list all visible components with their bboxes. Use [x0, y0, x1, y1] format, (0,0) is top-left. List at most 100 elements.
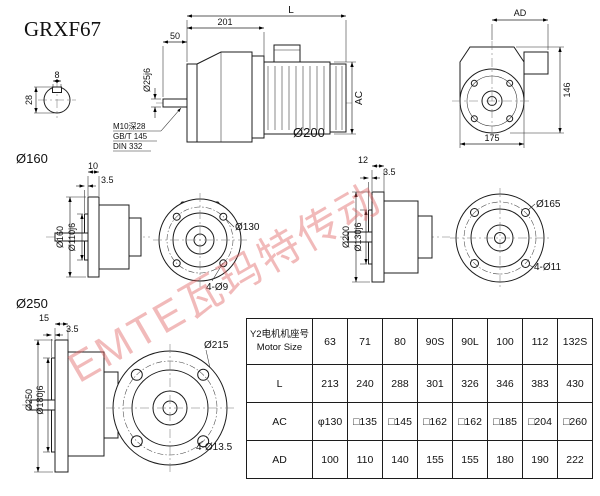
flange160-front-view: Ø130 4-Ø9 — [153, 193, 260, 293]
dim-201: 201 — [217, 17, 232, 27]
row-label-L: L — [246, 364, 313, 403]
flange160-dims — [66, 170, 100, 278]
dim-50: 50 — [170, 31, 180, 41]
housing — [67, 351, 105, 457]
cell-L-1: 240 — [347, 364, 383, 403]
dim-flange-dia: Ø200 — [293, 125, 325, 140]
cell-AC-2: □145 — [382, 402, 418, 441]
dim-AD: AD — [514, 8, 527, 18]
flange-plate — [54, 339, 69, 473]
dim-spigot-110: Ø110j6 — [67, 223, 77, 251]
cell-AD-3: 155 — [417, 440, 453, 479]
cell-L-6: 383 — [522, 364, 558, 403]
cell-AC-1: □135 — [347, 402, 383, 441]
motor-size-table: Y2电机机座号 Motor Size 63 71 80 90S 90L 100 … — [246, 318, 593, 479]
housing — [98, 204, 130, 270]
cell-L-7: 430 — [557, 364, 593, 403]
flange200-dims — [352, 164, 385, 283]
table-row-AD: AD 100 110 140 155 155 180 190 222 — [246, 440, 593, 479]
cell-L-4: 326 — [452, 364, 488, 403]
main-side-view: L 201 50 Ø25j6 M10深28 GB/T 145 DIN 332 Ø… — [113, 5, 365, 152]
dim-holes-4x11: 4-Ø11 — [534, 262, 561, 273]
dim-key-width: 8 — [54, 70, 59, 80]
terminal-box — [273, 44, 301, 63]
dim-3-5: 3.5 — [383, 167, 396, 177]
cell-AC-3: □162 — [417, 402, 453, 441]
flange160-side-view: Ø160 10 3.5 Ø160 Ø110j6 — [16, 151, 150, 278]
note-din: DIN 332 — [113, 142, 143, 151]
col-132S: 132S — [557, 318, 593, 365]
keyway — [52, 86, 62, 93]
col-90S: 90S — [417, 318, 453, 365]
dim-holes-4x9: 4-Ø9 — [206, 282, 229, 293]
dim-shaft-dia: Ø25j6 — [142, 68, 152, 92]
motor-fins — [267, 66, 325, 130]
col-63: 63 — [312, 318, 348, 365]
table-corner-cell: Y2电机机座号 Motor Size — [246, 318, 313, 365]
flange250-dims — [34, 322, 69, 473]
main-front-view: AD 146 175 — [452, 8, 572, 148]
cell-AC-7: □260 — [557, 402, 593, 441]
shaft — [347, 231, 373, 243]
dim-spigot-130: Ø130j6 — [353, 222, 363, 251]
cell-AC-6: □204 — [522, 402, 558, 441]
col-100: 100 — [487, 318, 523, 365]
col-90L: 90L — [452, 318, 488, 365]
dim-12: 12 — [358, 155, 368, 165]
dim-bolt-circle-165: Ø165 — [536, 199, 561, 210]
cell-AD-6: 190 — [522, 440, 558, 479]
dim-holes-4x13-5: 4-Ø13.5 — [196, 442, 233, 453]
col-112: 112 — [522, 318, 558, 365]
gear-housing — [196, 51, 253, 143]
dim-od-160: Ø160 — [55, 226, 65, 248]
cell-AD-0: 100 — [312, 440, 348, 479]
shaft-section-dims — [34, 79, 62, 114]
dim-od-250: Ø250 — [24, 389, 34, 411]
housing-step — [417, 215, 433, 259]
flange200-side-view: 12 3.5 Ø200 Ø130j6 — [340, 155, 450, 283]
dim-3-5: 3.5 — [66, 324, 79, 334]
dim-shaft-height: 28 — [24, 95, 34, 105]
fan-cover — [329, 63, 347, 133]
cell-L-5: 346 — [487, 364, 523, 403]
housing — [383, 200, 419, 274]
cell-L-2: 288 — [382, 364, 418, 403]
flange-plate — [87, 196, 100, 278]
table-row-AC: AC φ130 □135 □145 □162 □162 □185 □204 □2… — [246, 402, 593, 441]
dim-146: 146 — [562, 82, 572, 97]
shaft — [29, 399, 56, 411]
table-header-row: Y2电机机座号 Motor Size 63 71 80 90S 90L 100 … — [246, 318, 593, 365]
dim-3-5: 3.5 — [101, 175, 114, 185]
flange250-front-view: Ø215 4-Ø13.5 — [106, 340, 234, 472]
motor-adapter — [251, 55, 265, 139]
row-label-160: Ø160 — [16, 151, 48, 166]
dim-od-200: Ø200 — [341, 226, 351, 248]
dim-AC: AC — [354, 91, 365, 105]
cell-AD-7: 222 — [557, 440, 593, 479]
motor-body — [263, 61, 331, 135]
flange200-front-view: Ø165 4-Ø11 — [450, 188, 561, 288]
table-header-en: Motor Size — [256, 341, 303, 353]
dim-15: 15 — [39, 313, 49, 323]
note-gb: GB/T 145 — [113, 132, 148, 141]
cell-AD-4: 155 — [452, 440, 488, 479]
output-shaft — [162, 98, 188, 108]
dim-L: L — [288, 5, 294, 16]
front-terminal-box — [523, 51, 549, 75]
dim-bolt-circle-215: Ø215 — [204, 340, 229, 351]
dim-spigot-180: Ø180j6 — [35, 385, 45, 414]
flange-plate — [371, 191, 385, 283]
note-tap: M10深28 — [113, 122, 146, 131]
main-side-dims — [113, 14, 356, 152]
col-80: 80 — [382, 318, 418, 365]
row-label-AC: AC — [246, 402, 313, 441]
main-front-dims — [459, 18, 564, 148]
dim-175: 175 — [484, 133, 499, 143]
shaft-section-view: 8 28 — [24, 70, 76, 118]
cell-AC-0: φ130 — [312, 402, 348, 441]
cell-L-0: 213 — [312, 364, 348, 403]
row-label-AD: AD — [246, 440, 313, 479]
cell-AC-5: □185 — [487, 402, 523, 441]
